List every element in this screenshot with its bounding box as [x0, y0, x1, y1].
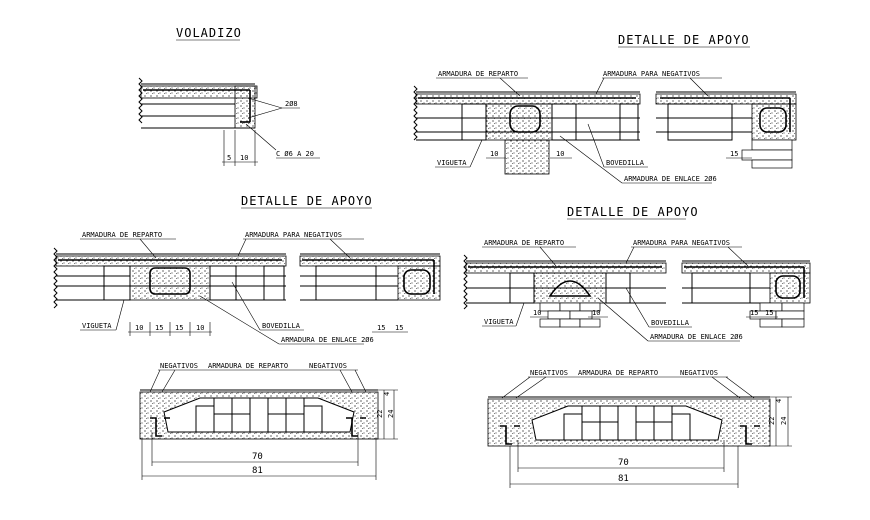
dim-10-top-b: 10 [556, 150, 564, 158]
dim-15-mid-right-a: 15 [750, 309, 758, 317]
negativos-label-top: ARMADURA PARA NEGATIVOS [603, 70, 700, 78]
bovedilla-label-mid-left: BOVEDILLA [262, 322, 301, 330]
dim-22-br: 22 [768, 417, 776, 425]
reparto-label-mid-left: ARMADURA DE REPARTO [82, 231, 162, 239]
dim-24-bl: 24 [387, 410, 395, 418]
negativos-label-br-b: NEGATIVOS [680, 369, 718, 377]
dim-70-bl: 70 [252, 452, 263, 462]
dim-15-mid-left-a: 15 [155, 324, 163, 332]
section-bottom-left: NEGATIVOS ARMADURA DE REPARTO NEGATIVOS … [139, 362, 398, 480]
negativos-label-bl-a: NEGATIVOS [160, 362, 198, 370]
voladizo-detail: VOLADIZO 2Ø8 C Ø6 A 20 5 10 [138, 26, 320, 166]
section-bottom-right: NEGATIVOS ARMADURA DE REPARTO NEGATIVOS … [487, 369, 792, 488]
dim-10-mid-left-b: 10 [196, 324, 204, 332]
dim-15-mid-left-d: 15 [395, 324, 403, 332]
dim-10: 10 [240, 154, 248, 162]
enlace-label-mid-left: ARMADURA DE ENLACE 2Ø6 [281, 336, 374, 344]
negativos-label-mid-right: ARMADURA PARA NEGATIVOS [633, 239, 730, 247]
enlace-label-top: ARMADURA DE ENLACE 2Ø6 [624, 175, 717, 183]
apoyo-title-mid-right: DETALLE DE APOYO [567, 205, 699, 219]
apoyo-title-mid-left: DETALLE DE APOYO [241, 194, 373, 208]
dim-70-br: 70 [618, 458, 629, 468]
vigueta-label-mid-left: VIGUETA [82, 322, 112, 330]
dim-15-top: 15 [730, 150, 738, 158]
voladizo-title: VOLADIZO [176, 26, 242, 40]
reparto-label-br: ARMADURA DE REPARTO [578, 369, 658, 377]
dim-15-mid-left-c: 15 [377, 324, 385, 332]
apoyo-detail-mid-left: DETALLE DE APOYO ARMADURA DE REPARTO ARM… [53, 194, 441, 345]
two-phi-eight-label: 2Ø8 [285, 100, 298, 108]
negativos-label-bl-b: NEGATIVOS [309, 362, 347, 370]
dim-15-mid-left-b: 15 [175, 324, 183, 332]
reparto-label-bl: ARMADURA DE REPARTO [208, 362, 288, 370]
reparto-label-top: ARMADURA DE REPARTO [438, 70, 518, 78]
dim-10-mid-left-a: 10 [135, 324, 143, 332]
negativos-label-mid-left: ARMADURA PARA NEGATIVOS [245, 231, 342, 239]
vigueta-label-top: VIGUETA [437, 159, 467, 167]
dim-10-top-a: 10 [490, 150, 498, 158]
dim-81-br: 81 [618, 474, 629, 484]
dim-22-bl: 22 [376, 410, 384, 418]
apoyo-detail-top: DETALLE DE APOYO ARMADURA DE REPARTO ARM… [413, 33, 797, 184]
apoyo-detail-mid-right: DETALLE DE APOYO ARMADURA DE REPARTO ARM… [463, 205, 811, 342]
dim-81-bl: 81 [252, 466, 263, 476]
vigueta-label-mid-right: VIGUETA [484, 318, 514, 326]
dim-10-mid-right-a: 10 [533, 309, 541, 317]
negativos-label-br-a: NEGATIVOS [530, 369, 568, 377]
apoyo-title-top: DETALLE DE APOYO [618, 33, 750, 47]
dim-24-br: 24 [780, 417, 788, 425]
dim-4-br: 4 [775, 399, 783, 403]
dim-15-mid-right-b: 15 [765, 309, 773, 317]
enlace-label-mid-right: ARMADURA DE ENLACE 2Ø6 [650, 333, 743, 341]
reparto-label-mid-right: ARMADURA DE REPARTO [484, 239, 564, 247]
dim-10-mid-right-b: 10 [592, 309, 600, 317]
bovedilla-label-mid-right: BOVEDILLA [651, 319, 690, 327]
bovedilla-label-top: BOVEDILLA [606, 159, 645, 167]
estribos-label: C Ø6 A 20 [276, 150, 314, 158]
dim-4-bl: 4 [383, 392, 391, 396]
dim-5: 5 [227, 154, 231, 162]
